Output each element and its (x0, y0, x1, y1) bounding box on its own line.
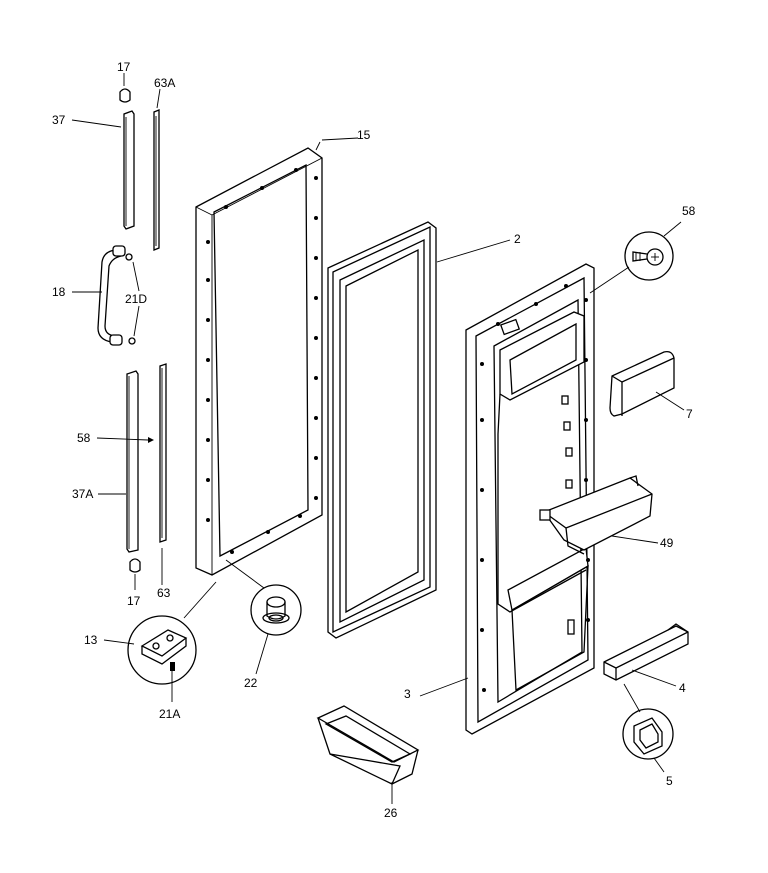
label-18: 18 (52, 285, 66, 299)
label-17-top: 17 (117, 60, 131, 74)
part-2-gasket (327, 221, 511, 639)
part-37a-lower-strip (98, 370, 139, 553)
label-21d: 21D (125, 292, 147, 306)
part-17-top-cap (119, 73, 131, 103)
label-58-top: 58 (682, 204, 696, 218)
part-17-bottom-cap (129, 558, 141, 590)
label-63a: 63A (154, 76, 175, 90)
part-21d-screws (125, 253, 140, 345)
part-63a-strip (153, 88, 161, 251)
label-4: 4 (679, 681, 686, 695)
label-22: 22 (244, 676, 258, 690)
part-3-door-liner (419, 263, 595, 735)
part-58-screw-left (96, 437, 154, 443)
label-37a: 37A (72, 487, 93, 501)
part-7-dairy-door (609, 350, 685, 417)
label-58-left: 58 (77, 431, 91, 445)
label-2: 2 (514, 232, 521, 246)
label-37: 37 (52, 113, 66, 127)
label-7: 7 (686, 407, 693, 421)
label-13: 13 (84, 633, 98, 647)
label-15: 15 (357, 128, 371, 142)
part-63-lower-strip (159, 363, 167, 585)
labels: 17 63A 37 15 2 58 18 21D 58 7 37A 49 17 … (52, 60, 696, 820)
label-3: 3 (404, 687, 411, 701)
part-18-handle (72, 245, 126, 346)
label-49: 49 (660, 536, 674, 550)
part-58-screw-detail (589, 221, 682, 294)
part-26-bucket (316, 705, 420, 804)
part-22-hinge-cap-detail (225, 559, 302, 675)
part-13-hinge-detail (103, 581, 217, 702)
label-21a: 21A (159, 707, 180, 721)
part-37-trim-strip (71, 110, 135, 230)
part-5-clip-detail (622, 683, 674, 773)
label-5: 5 (666, 774, 673, 788)
part-15-door-frame (195, 137, 359, 576)
label-17-bottom: 17 (127, 594, 141, 608)
part-49-bin (539, 475, 659, 555)
part-4-shelf (603, 623, 689, 687)
label-63: 63 (157, 586, 171, 600)
label-26: 26 (384, 806, 398, 820)
